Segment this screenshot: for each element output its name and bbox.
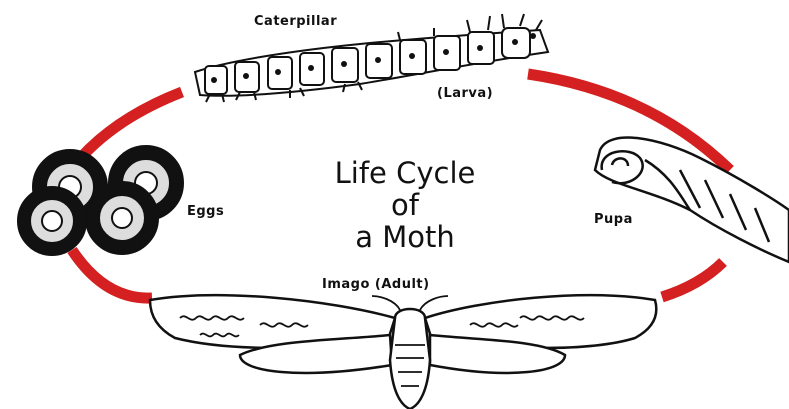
eggs-illustration [18,146,183,255]
moth-body [390,309,430,409]
moth-illustration [150,295,656,409]
title-line-1: Life Cycle [300,157,510,189]
egg [86,182,158,254]
imago-label: Imago (Adult) [322,277,430,292]
pupa-illustration [595,138,789,262]
pupa-label: Pupa [594,212,633,227]
caterpillar-label: Caterpillar [254,14,337,29]
larva-label: (Larva) [437,86,493,101]
cycle-arc-right-lower [662,262,723,297]
title-line-3: a Moth [300,221,510,253]
egg [18,187,86,255]
diagram-title: Life Cycle of a Moth [300,157,510,253]
caterpillar-illustration [195,14,548,102]
eggs-label: Eggs [187,204,224,219]
cycle-arc-left-lower [72,250,152,298]
title-line-2: of [300,189,510,221]
